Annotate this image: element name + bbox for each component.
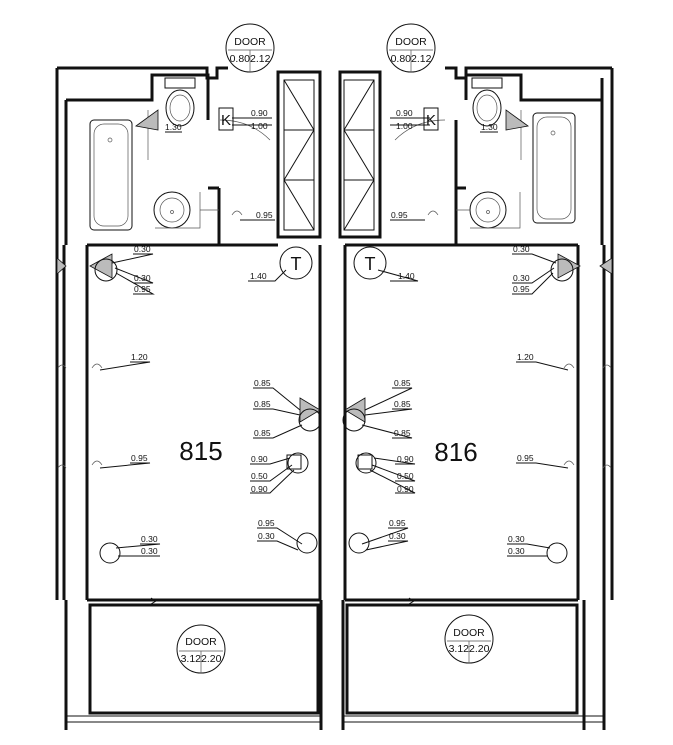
dim-label: 0.95	[131, 453, 148, 463]
dim-label: 0.50	[251, 471, 268, 481]
triangle-icon	[135, 109, 159, 131]
door-tag-right-bottom: DOOR 3.122.20	[444, 614, 494, 664]
dim-label: 1.20	[131, 352, 148, 362]
dim-label: 0.50	[397, 471, 414, 481]
door-swings	[147, 110, 522, 160]
triangle-icon	[89, 253, 113, 279]
dim-label: 1.00	[396, 121, 413, 131]
door-code: 0.802.12	[391, 53, 432, 65]
triangle-markers	[56, 109, 613, 432]
dim-label: 1.40	[398, 271, 415, 281]
dim-label: 0.30	[508, 546, 525, 556]
dim-label: 0.30	[134, 244, 151, 254]
dim-label: 0.95	[256, 210, 273, 220]
bathroom-fixtures-left	[89, 77, 219, 231]
dim-label: 0.30	[508, 534, 525, 544]
dim-label: 0.90	[396, 108, 413, 118]
door-tag-left-top: DOOR 0.802.12	[225, 23, 275, 73]
walls	[55, 66, 614, 730]
door-tag-right-top: DOOR 0.802.12	[386, 23, 436, 73]
triangle-icon	[557, 253, 581, 279]
dim-label: 1.00	[251, 121, 268, 131]
k-label: K	[221, 112, 231, 129]
dim-label: 1.30	[165, 122, 182, 132]
bathroom-fixtures-right	[456, 77, 576, 229]
dim-label: 0.95	[513, 284, 530, 294]
room-number-815: 815	[179, 436, 222, 466]
door-code: 0.802.12	[230, 53, 271, 65]
shaft-hatching	[283, 79, 375, 231]
dim-label: 0.95	[391, 210, 408, 220]
leader-lines	[99, 117, 569, 557]
dim-label: 0.95	[389, 518, 406, 528]
door-tag-left-bottom: DOOR 3.122.20	[176, 624, 226, 674]
dim-label: 0.90	[251, 484, 268, 494]
door-title: DOOR	[234, 36, 266, 48]
dim-label: 0.30	[258, 531, 275, 541]
dimension-labels-right: 1.30 0.90 1.00 0.95 0.30 0.30 0.95 1.40 …	[389, 108, 534, 556]
dim-label: 0.85	[394, 378, 411, 388]
k-symbol-right: K	[423, 107, 439, 131]
dim-label: 0.95	[258, 518, 275, 528]
k-symbol-left: K	[218, 107, 234, 131]
dim-label: 0.30	[513, 244, 530, 254]
t-symbol-right: T	[353, 246, 387, 280]
dim-label: 1.30	[481, 122, 498, 132]
dimension-labels-left: 1.30 0.90 1.00 0.95 0.30 0.30 0.95 1.40 …	[131, 108, 275, 556]
room-number-816: 816	[434, 437, 477, 467]
dim-label: 0.30	[513, 273, 530, 283]
dim-label: 0.85	[394, 399, 411, 409]
dim-label: 0.30	[141, 534, 158, 544]
dim-label: 0.90	[397, 484, 414, 494]
t-label: T	[365, 254, 376, 274]
dim-label: 0.30	[389, 531, 406, 541]
dim-label: 1.20	[517, 352, 534, 362]
door-code: 3.122.20	[449, 643, 490, 655]
triangle-icon	[299, 397, 321, 423]
dim-label: 1.40	[250, 271, 267, 281]
t-symbol-left: T	[279, 246, 313, 280]
dim-label: 0.95	[517, 453, 534, 463]
dim-label: 0.95	[134, 284, 151, 294]
dim-label: 0.85	[254, 399, 271, 409]
dim-label: 0.85	[254, 428, 271, 438]
triangle-icon	[505, 109, 529, 131]
outlets	[57, 210, 612, 564]
dim-label: 0.85	[254, 378, 271, 388]
dim-label: 0.90	[251, 454, 268, 464]
door-title: DOOR	[395, 36, 427, 48]
k-label: K	[426, 112, 436, 129]
dim-label: 0.85	[394, 428, 411, 438]
door-title: DOOR	[185, 636, 217, 648]
dim-label: 0.90	[397, 454, 414, 464]
door-title: DOOR	[453, 627, 485, 639]
triangle-icon	[344, 397, 366, 423]
dim-label: 0.30	[134, 273, 151, 283]
dim-label: 0.90	[251, 108, 268, 118]
t-label: T	[291, 254, 302, 274]
door-code: 3.122.20	[181, 653, 222, 665]
dim-label: 0.30	[141, 546, 158, 556]
